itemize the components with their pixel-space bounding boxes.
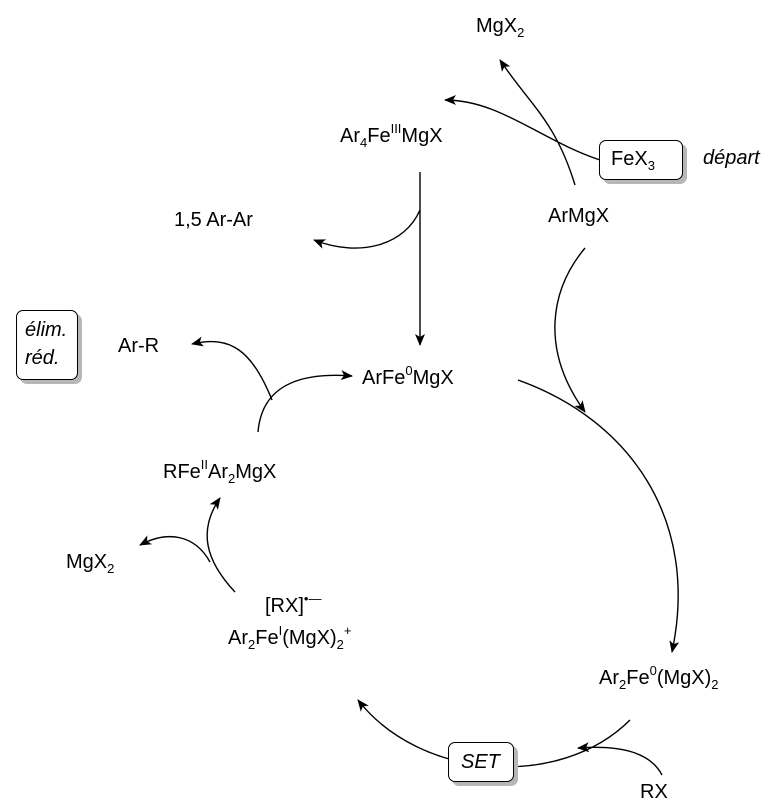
red-label: réd. — [25, 347, 60, 369]
arrow-armgx-entry — [554, 247, 586, 413]
set-label: SET — [461, 751, 500, 773]
ar4fe-iii-mgx-label: Ar4FeIIIMgX — [340, 121, 443, 150]
mgx2-left-label: MgX2 — [66, 551, 115, 576]
ar2fe0-mgx2-label: Ar2Fe0(MgX)2 — [599, 663, 719, 692]
arrow-to-mgx2-top — [499, 59, 576, 186]
rx-label: RX — [640, 781, 668, 803]
rfe-ii-ar2-mgx-label: RFeIIAr2MgX — [163, 457, 277, 486]
depart-label: départ — [703, 147, 760, 169]
elim-label: élim. — [25, 319, 68, 341]
arrow-mgx2-left — [139, 535, 211, 563]
arfe0-mgx-label: ArFe0MgX — [362, 363, 454, 389]
arrow-cycle-left — [206, 497, 236, 593]
arrow-rx-entry — [577, 742, 663, 776]
arrow-cycle-right — [517, 379, 680, 653]
armgx-label: ArMgX — [548, 205, 610, 227]
arrow-ar-r — [191, 336, 273, 401]
fex3-box — [599, 140, 683, 180]
set-box — [448, 742, 514, 782]
rx-radical-anion-label: [RX]•— — [265, 591, 322, 617]
biaryl-label: 1,5 Ar-Ar — [174, 209, 253, 231]
ar-r-label: Ar-R — [118, 335, 160, 357]
elim-red-box — [16, 310, 78, 380]
arrow-fex3-to-ar4fe — [444, 95, 601, 161]
fex3-label: FeX3 — [611, 148, 655, 173]
mgx2-top-label: MgX2 — [476, 15, 525, 40]
arrow-biaryl — [313, 209, 421, 249]
ar2fe-i-mgx2-cation-label: Ar2FeI(MgX)2+ — [228, 623, 352, 652]
arrow-cycle-top-left — [257, 370, 353, 433]
